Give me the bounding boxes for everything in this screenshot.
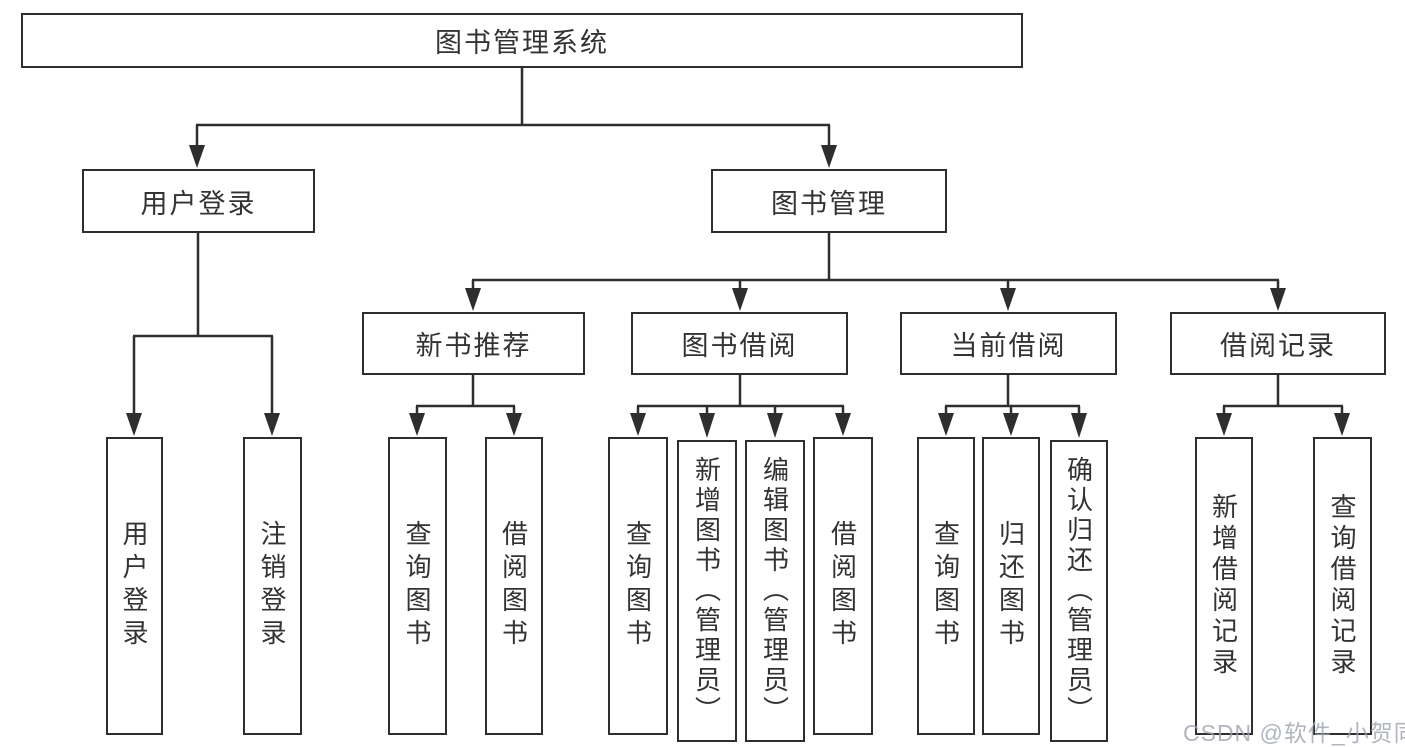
leaf-query-books-borrowing: 查询图书: [608, 437, 668, 735]
leaf-confirm-return-admin: 确认归还（管理员）: [1050, 440, 1108, 742]
leaf-query-books-recommend: 查询图书: [388, 437, 447, 735]
csdn-watermark: CSDN @软件_小贺同学: [1183, 720, 1405, 746]
leaf-logout: 注销登录: [243, 437, 302, 735]
leaf-query-borrow-record: 查询借阅记录: [1313, 437, 1372, 735]
node-book-borrowing: 图书借阅: [631, 312, 848, 375]
node-book-management: 图书管理: [711, 169, 947, 233]
leaf-edit-book-admin: 编辑图书（管理员）: [745, 440, 805, 742]
leaf-add-book-admin: 新增图书（管理员）: [677, 440, 737, 742]
leaf-add-borrow-record: 新增借阅记录: [1195, 437, 1253, 735]
node-new-book-recommend: 新书推荐: [362, 312, 585, 375]
node-root: 图书管理系统: [21, 13, 1023, 68]
leaf-return-books: 归还图书: [982, 437, 1040, 735]
leaf-borrow-books-borrowing: 借阅图书: [813, 437, 873, 735]
leaf-borrow-books-recommend: 借阅图书: [485, 437, 543, 735]
leaf-user-login: 用户登录: [106, 437, 163, 735]
node-borrow-records: 借阅记录: [1170, 312, 1386, 375]
node-current-borrowing: 当前借阅: [900, 312, 1117, 375]
node-user-login: 用户登录: [82, 169, 315, 233]
leaf-query-books-current: 查询图书: [917, 437, 975, 735]
